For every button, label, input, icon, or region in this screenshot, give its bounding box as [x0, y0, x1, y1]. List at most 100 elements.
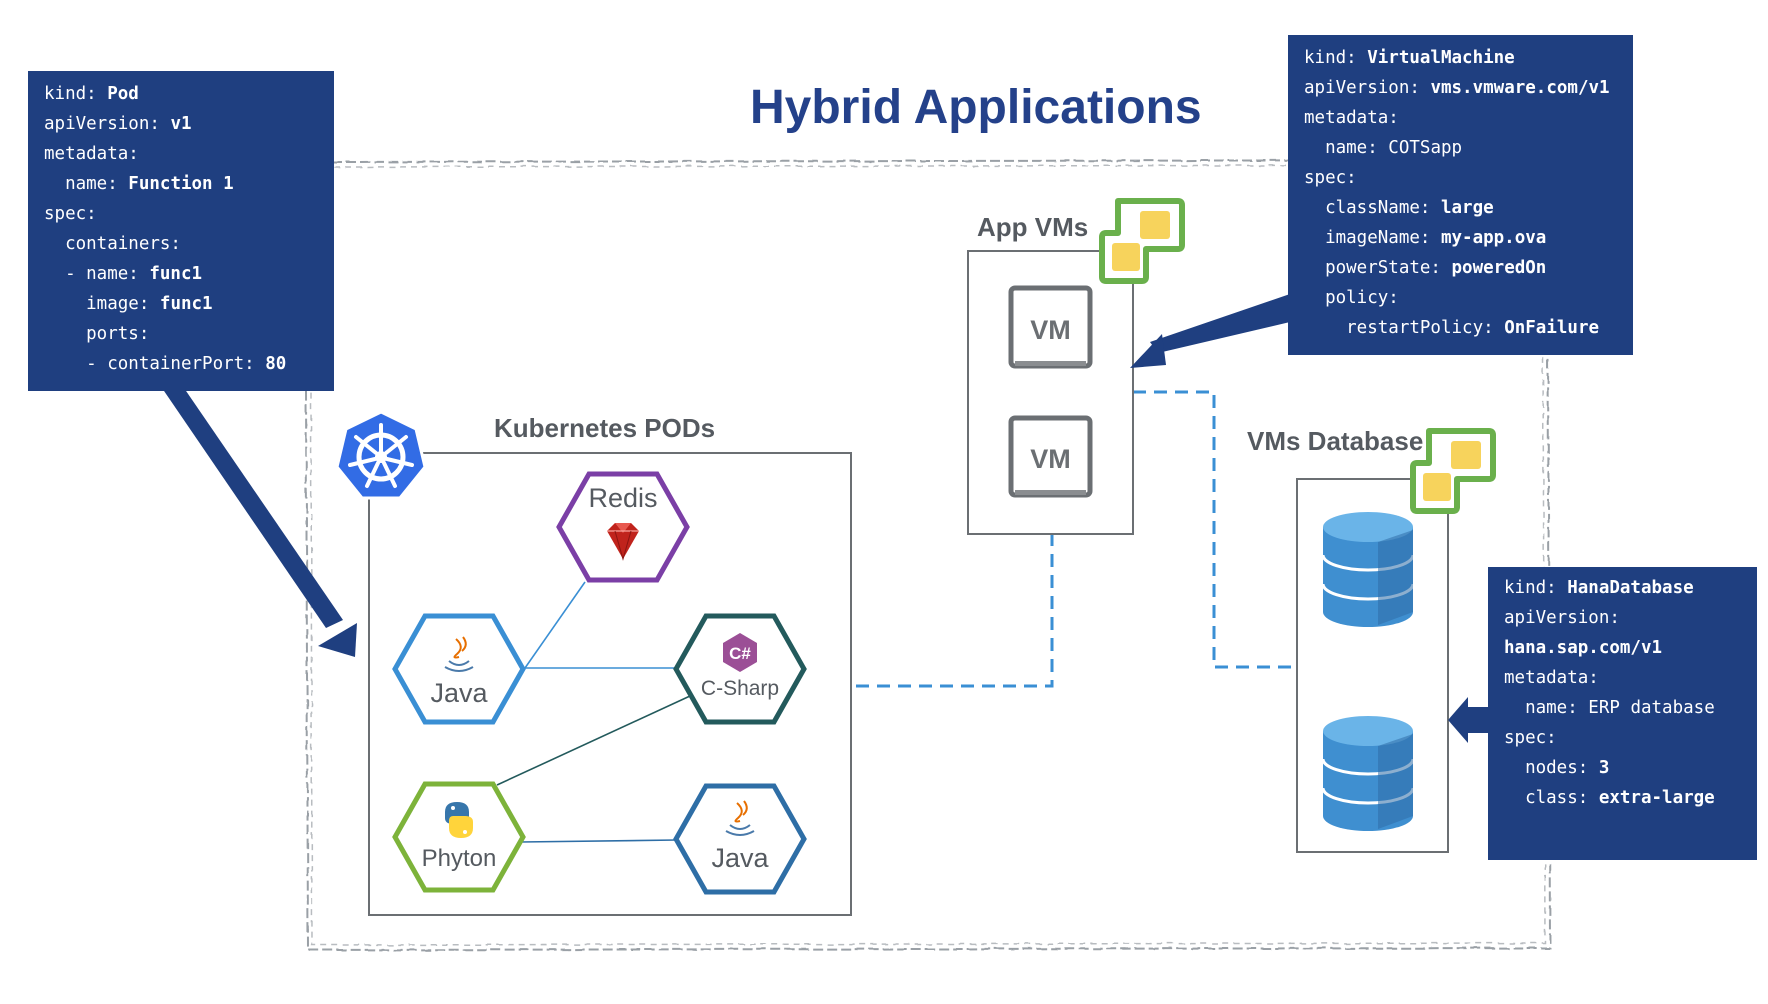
yaml-key: imageName: — [1304, 228, 1441, 248]
yaml-key: name: — [1504, 698, 1589, 718]
pod-java-2[interactable]: Java — [673, 783, 807, 895]
yaml-line: hana.sap.com/v1 — [1504, 633, 1741, 663]
page-title: Hybrid Applications — [750, 81, 1202, 134]
yaml-value: hana.sap.com/v1 — [1504, 638, 1663, 658]
yaml-value: func1 — [149, 264, 203, 284]
yaml-line: nodes: 3 — [1504, 753, 1741, 783]
dashed-connectors — [856, 390, 1297, 688]
yaml-line: containers: — [44, 229, 318, 259]
pod-yaml-arrow — [162, 388, 357, 657]
yaml-key: policy: — [1304, 288, 1399, 308]
yaml-value: large — [1440, 198, 1494, 218]
vm-1-icon: VM — [1008, 285, 1093, 369]
pod-csharp-label: C-Sharp — [701, 677, 779, 700]
yaml-key: kind: — [44, 84, 108, 104]
yaml-key: name: — [44, 174, 129, 194]
java-cup-icon — [444, 636, 474, 672]
vm-2-icon: VM — [1008, 415, 1093, 498]
yaml-line: powerState: poweredOn — [1304, 253, 1617, 283]
yaml-line: apiVersion: v1 — [44, 109, 318, 139]
yaml-key: name: — [1304, 138, 1389, 158]
yaml-key: nodes: — [1504, 758, 1599, 778]
yaml-key: spec: — [1304, 168, 1357, 188]
yaml-line: ports: — [44, 319, 318, 349]
pod-connections — [496, 581, 691, 843]
yaml-key: className: — [1304, 198, 1441, 218]
yaml-key: metadata: — [1504, 668, 1599, 688]
svg-text:C#: C# — [729, 644, 751, 663]
yaml-key: spec: — [1504, 728, 1557, 748]
database-cylinder-icon — [1321, 512, 1415, 627]
yaml-line: spec: — [1504, 723, 1741, 753]
yaml-key: ports: — [44, 324, 150, 344]
vmware-logo-icon — [1099, 198, 1185, 284]
yaml-line: - name: func1 — [44, 259, 318, 289]
vms-database-label: VMs Database — [1247, 426, 1423, 456]
pod-csharp[interactable]: C# C-Sharp — [673, 613, 807, 725]
appvms-to-db-connector — [1133, 390, 1297, 669]
yaml-value: Pod — [107, 84, 139, 104]
pod-redis[interactable]: Redis — [556, 471, 690, 583]
yaml-value: vms.vmware.com/v1 — [1430, 78, 1610, 98]
yaml-line: policy: — [1304, 283, 1617, 313]
yaml-value: v1 — [170, 114, 192, 134]
yaml-value: HanaDatabase — [1567, 578, 1694, 598]
yaml-key: class: — [1504, 788, 1599, 808]
yaml-value: func1 — [159, 294, 213, 314]
app-vms-label: App VMs — [977, 212, 1088, 242]
yaml-line: className: large — [1304, 193, 1617, 223]
database-cylinder-icon — [1321, 716, 1415, 831]
yaml-key: - name: — [44, 264, 150, 284]
yaml-key: powerState: — [1304, 258, 1452, 278]
yaml-key: containers: — [44, 234, 181, 254]
yaml-key: apiVersion: — [1304, 78, 1431, 98]
pod-java-2-label: Java — [711, 843, 769, 873]
python-icon — [445, 802, 473, 838]
yaml-line: kind: Pod — [44, 79, 318, 109]
yaml-value: my-app.ova — [1440, 228, 1547, 248]
yaml-key: spec: — [44, 204, 97, 224]
yaml-line: apiVersion: vms.vmware.com/v1 — [1304, 73, 1617, 103]
pod-java-1[interactable]: Java — [392, 613, 526, 725]
hana-yaml-arrow — [1448, 697, 1490, 743]
yaml-value: 80 — [265, 354, 287, 374]
yaml-line: restartPolicy: OnFailure — [1304, 313, 1617, 343]
pods-to-appvms-connector — [856, 534, 1054, 688]
pod-python-label: Phyton — [422, 845, 497, 872]
yaml-key: restartPolicy: — [1304, 318, 1505, 338]
ruby-gem-icon — [607, 523, 639, 561]
yaml-key: apiVersion: — [1504, 608, 1620, 628]
yaml-key: apiVersion: — [44, 114, 171, 134]
vmware-logo-icon — [1410, 428, 1496, 514]
pod-redis-label: Redis — [588, 483, 657, 513]
yaml-value: ERP database — [1588, 698, 1715, 718]
pod-python[interactable]: Phyton — [392, 781, 526, 893]
vm-yaml-arrow — [1130, 294, 1290, 368]
yaml-line: class: extra-large — [1504, 783, 1741, 813]
kubernetes-pods-label: Kubernetes PODs — [494, 413, 715, 443]
yaml-key: kind: — [1304, 48, 1368, 68]
yaml-line: imageName: my-app.ova — [1304, 223, 1617, 253]
yaml-line: name: COTSapp — [1304, 133, 1617, 163]
yaml-line: kind: HanaDatabase — [1504, 573, 1741, 603]
yaml-line: metadata: — [44, 139, 318, 169]
yaml-value: poweredOn — [1451, 258, 1547, 278]
yaml-key: - containerPort: — [44, 354, 266, 374]
vm-1-label: VM — [1030, 315, 1071, 345]
yaml-value: OnFailure — [1504, 318, 1600, 338]
kubernetes-icon — [335, 410, 427, 500]
yaml-line: metadata: — [1504, 663, 1741, 693]
hana-yaml-box: kind: HanaDatabase apiVersion: hana.sap.co… — [1488, 567, 1757, 860]
yaml-line: apiVersion: — [1504, 603, 1741, 633]
yaml-line: metadata: — [1304, 103, 1617, 133]
yaml-key: image: — [44, 294, 160, 314]
java-cup-icon — [725, 800, 755, 836]
pod-java-1-label: Java — [430, 678, 488, 708]
yaml-value: extra-large — [1598, 788, 1715, 808]
vm-2-label: VM — [1030, 444, 1071, 474]
yaml-line: spec: — [1304, 163, 1617, 193]
yaml-line: name: Function 1 — [44, 169, 318, 199]
